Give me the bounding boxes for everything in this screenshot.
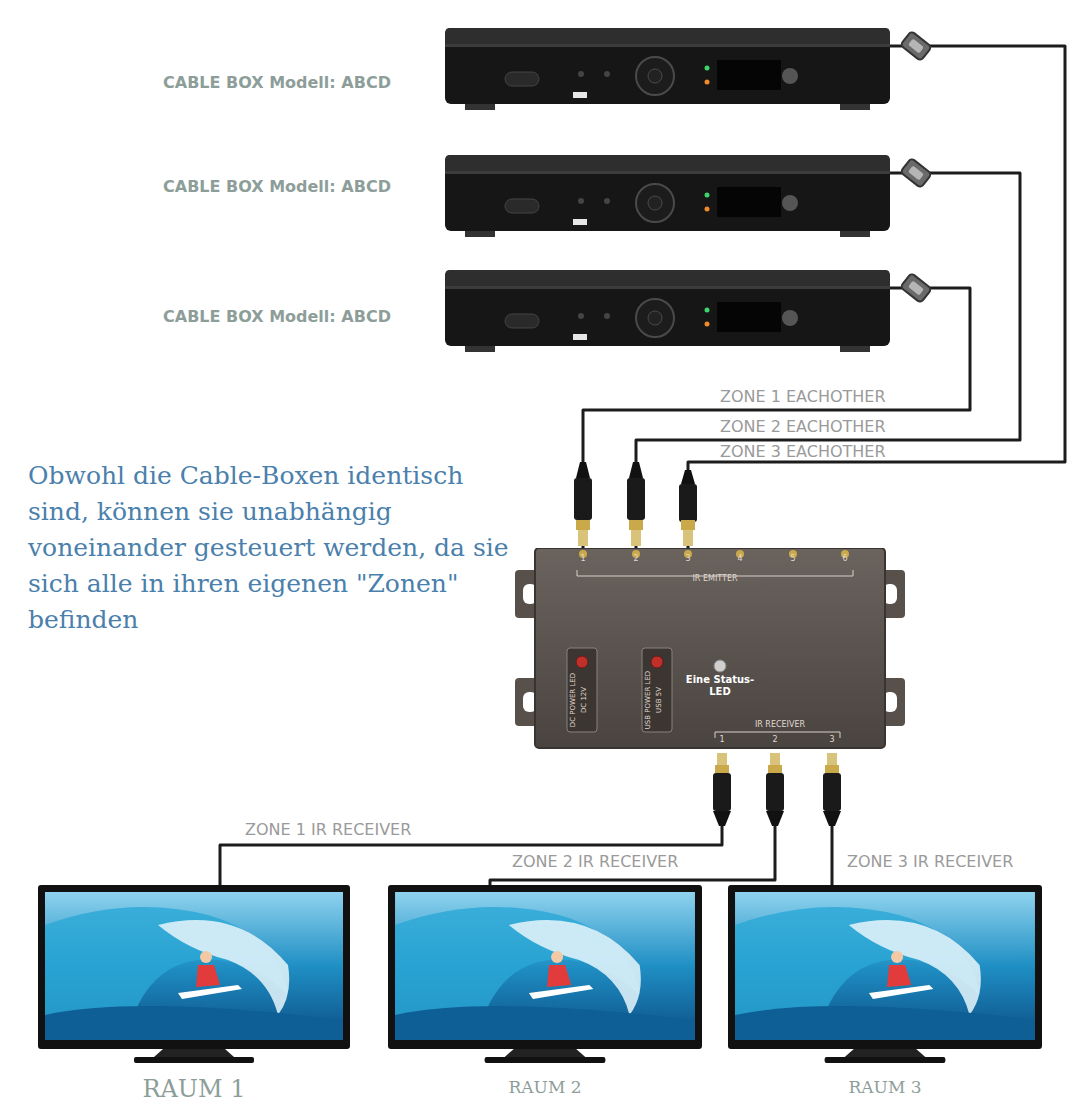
node-label: Eine Status-LED (685, 674, 755, 698)
tv-monitor-outline (728, 885, 1042, 1063)
port-number: 2 (631, 554, 641, 563)
zone-label: ZONE 2 IR RECEIVER (512, 852, 678, 871)
node-label: CABLE BOX Modell: ABCD (163, 73, 433, 92)
cable-box: CABLE BOX Modell: ABCD (445, 155, 890, 237)
connector-wire (583, 288, 970, 548)
ir-emitter-pod (900, 158, 932, 188)
cable-box: CABLE BOX Modell: ABCD (445, 28, 890, 110)
node-label: IR EMITTER (675, 574, 755, 583)
port-number: 2 (770, 735, 780, 744)
zone-label: ZONE 1 IR RECEIVER (245, 820, 411, 839)
audio-plug (679, 470, 697, 546)
cable-box-outline (445, 270, 890, 352)
led-label: USB POWER LED (644, 660, 652, 740)
cable-box-outline (445, 28, 890, 110)
node-label: RAUM 3 (728, 1077, 1042, 1097)
led-label: USB 5V (655, 660, 663, 740)
tv-monitor: RAUM 3 (728, 885, 1042, 1063)
connector-wire (490, 753, 775, 885)
zone-label: ZONE 2 EACHOTHER (720, 417, 886, 436)
port-number: 6 (840, 554, 850, 563)
callout-note: Obwohl die Cable-Boxen identisch sind, k… (28, 458, 513, 638)
connector-wire (831, 753, 834, 885)
zone-label: ZONE 3 IR RECEIVER (847, 852, 1013, 871)
node-label: IR RECEIVER (740, 720, 820, 729)
tv-monitor-outline (38, 885, 350, 1063)
port-number: 3 (683, 554, 693, 563)
ir-emitter-pod (900, 31, 932, 61)
zone-label: ZONE 1 EACHOTHER (720, 387, 886, 406)
tv-monitor: RAUM 1 (38, 885, 350, 1063)
port-number: 5 (788, 554, 798, 563)
cable-box-outline (445, 155, 890, 237)
audio-plug (713, 753, 731, 826)
led-label: DC 12V (580, 660, 588, 740)
port-number: 3 (827, 735, 837, 744)
audio-plug (627, 462, 645, 546)
audio-plug (823, 753, 841, 826)
port-number: 1 (578, 554, 588, 563)
node-label: CABLE BOX Modell: ABCD (163, 177, 433, 196)
port-number: 4 (735, 554, 745, 563)
node-label: CABLE BOX Modell: ABCD (163, 307, 433, 326)
audio-plug (766, 753, 784, 826)
audio-plug (574, 462, 592, 546)
node-label: RAUM 2 (388, 1077, 702, 1097)
tv-monitor-outline (388, 885, 702, 1063)
ir-emitter-pod (900, 273, 932, 303)
zone-label: ZONE 3 EACHOTHER (720, 442, 886, 461)
cable-box: CABLE BOX Modell: ABCD (445, 270, 890, 352)
connector-wire (220, 753, 722, 885)
tv-monitor: RAUM 2 (388, 885, 702, 1063)
led-label: DC POWER LED (569, 660, 577, 740)
port-number: 1 (717, 735, 727, 744)
node-label: RAUM 1 (38, 1075, 350, 1103)
